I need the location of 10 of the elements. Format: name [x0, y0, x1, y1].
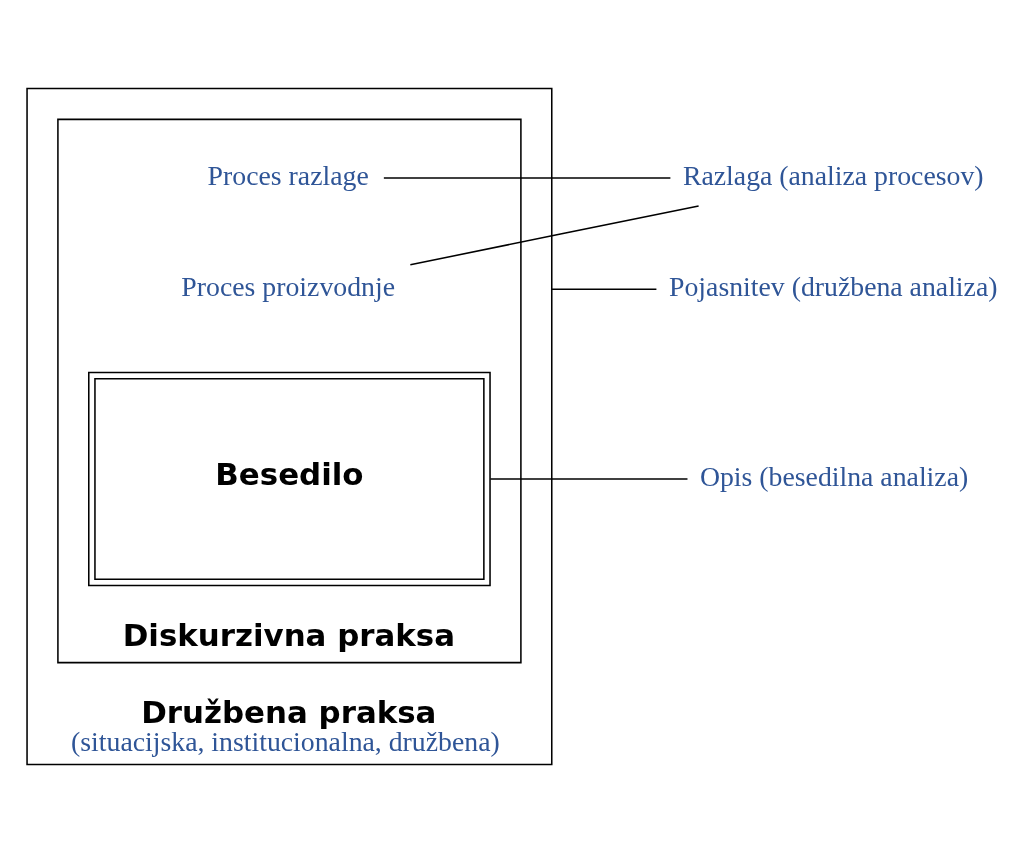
node-text: Proces proizvodnje	[181, 270, 395, 302]
node-text: Pojasnitev (družbena analiza)	[669, 270, 998, 302]
connector	[551, 288, 658, 290]
node-text: Opis (besedilna analiza)	[699, 460, 969, 492]
connector	[489, 478, 689, 480]
node-box: Besedilo	[88, 371, 491, 587]
connector	[409, 205, 700, 266]
node-text: Razlaga (analiza procesov)	[682, 159, 984, 191]
node-text: Proces razlage	[207, 159, 369, 191]
connector	[383, 177, 672, 179]
